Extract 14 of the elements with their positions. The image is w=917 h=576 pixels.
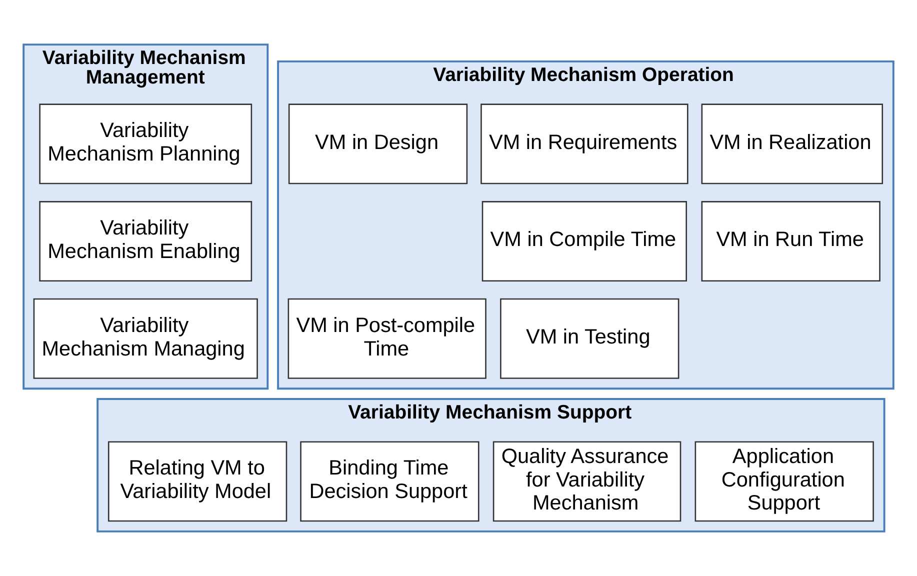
node-box: Quality Assurance for Variability Mechanism [492,441,682,522]
node-box: VM in Realization [701,104,884,184]
node-box: VM in Run Time [701,201,880,282]
node-box: VM in Post-compile Time [288,298,486,379]
node-box: Variability Mechanism Enabling [39,201,252,282]
node-box: Relating VM to Variability Model [108,441,288,522]
node-box: VM in Design [288,104,468,184]
node-box: VM in Compile Time [482,201,687,282]
node-box: Binding Time Decision Support [300,441,480,522]
node-box: VM in Requirements [480,104,688,184]
node-box: Variability Mechanism Planning [39,104,252,184]
node-box: Application Configuration Support [694,441,874,522]
node-box: Variability Mechanism Managing [33,298,258,379]
node-box: VM in Testing [500,298,680,379]
